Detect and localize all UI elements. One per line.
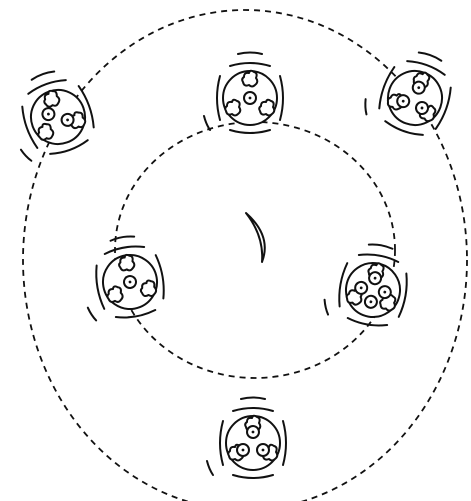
motion-tick: [31, 70, 54, 80]
motion-tick: [241, 398, 265, 400]
motion-tick: [419, 51, 442, 61]
crescent-arc: [246, 213, 265, 262]
lobe-outline: [242, 71, 257, 87]
motion-tick: [322, 300, 330, 315]
blade-arc: [359, 252, 399, 262]
inner-orbit: [115, 122, 395, 378]
cluster-bottom: [207, 398, 286, 479]
motion-tick: [238, 53, 262, 55]
cluster-top-center: [204, 53, 283, 134]
blade-arc: [230, 130, 270, 133]
blade-arc: [233, 475, 273, 478]
clusters-layer: [0, 40, 462, 478]
lobe-outline: [259, 100, 274, 116]
blade-arc: [104, 244, 144, 254]
lobed-shape: [259, 100, 274, 116]
inner-dot: [262, 449, 265, 452]
blade-arc: [280, 76, 283, 120]
motion-tick: [110, 235, 134, 241]
inner-dot: [252, 431, 255, 434]
blade-arc: [233, 408, 273, 411]
lobed-shape: [242, 71, 257, 87]
motion-tick: [361, 99, 371, 114]
motion-tick: [88, 307, 96, 322]
blade-arc: [283, 421, 286, 465]
motion-tick: [207, 461, 213, 475]
cluster-top-left: [0, 63, 101, 166]
cluster-right: [322, 237, 414, 330]
motion-tick: [21, 148, 31, 163]
blade-arc: [230, 63, 270, 66]
cluster-left: [77, 231, 169, 324]
blade-arc: [220, 421, 223, 465]
blade-arc: [217, 76, 220, 120]
motion-tick: [369, 243, 393, 249]
blade-arc: [116, 310, 156, 320]
lobe-outline: [225, 100, 240, 116]
lobed-shape: [225, 100, 240, 116]
motion-tick: [204, 116, 210, 130]
inner-dot: [242, 449, 245, 452]
cluster-top-right: [360, 40, 462, 143]
inner-dot: [249, 97, 252, 100]
